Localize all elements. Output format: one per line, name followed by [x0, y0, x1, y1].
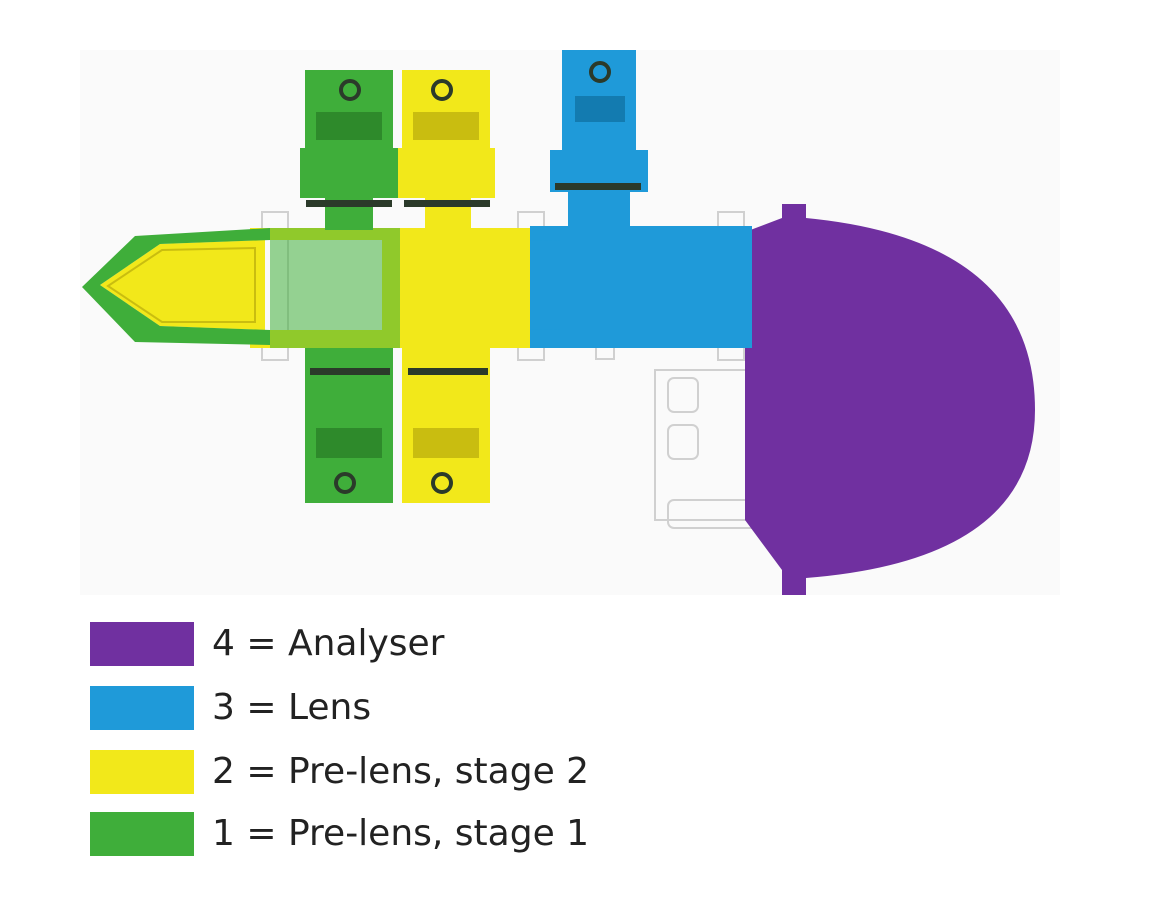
- legend-item-prelens-stage-2: 2 = Pre-lens, stage 2: [90, 750, 730, 796]
- legend-swatch-prelens-stage-1: [90, 812, 194, 856]
- legend-item-analyser: 4 = Analyser: [90, 622, 730, 668]
- prelens2-top-knurl: [413, 112, 479, 140]
- prelens2-bottom-knurl: [413, 428, 479, 458]
- lens-knurl: [575, 96, 625, 122]
- legend-label-analyser: 4 = Analyser: [212, 623, 445, 664]
- prelens-stage-1-shape: [82, 70, 400, 503]
- prelens2-collar-line: [404, 200, 490, 207]
- lens-screw: [589, 61, 611, 83]
- legend-label-lens: 3 = Lens: [212, 687, 372, 728]
- legend-label-prelens-stage-2: 2 = Pre-lens, stage 2: [212, 751, 590, 792]
- prelens1-lower-line: [310, 368, 390, 375]
- lens-diagram: [82, 50, 1035, 595]
- lens-top-neck: [568, 190, 630, 230]
- legend-swatch-prelens-stage-2: [90, 750, 194, 794]
- prelens1-bottom-knurl: [316, 428, 382, 458]
- prelens1-bottom-screw: [334, 472, 356, 494]
- analyser-shape: [745, 204, 1035, 595]
- lens-collar-line: [555, 183, 641, 190]
- cone-inner-outline: [106, 246, 256, 323]
- mount-knob-middle: [667, 424, 699, 460]
- prelens1-top-knurl: [316, 112, 382, 140]
- legend-label-prelens-stage-1: 1 = Pre-lens, stage 1: [212, 813, 590, 854]
- legend-item-lens: 3 = Lens: [90, 686, 730, 732]
- legend-swatch-analyser: [90, 622, 194, 666]
- prelens2-top-collar: [397, 148, 495, 198]
- prelens2-bottom-screw: [431, 472, 453, 494]
- prelens1-outer-shell: [82, 228, 270, 345]
- prelens1-collar-line: [306, 200, 392, 207]
- prelens1-top-screw: [339, 79, 361, 101]
- prelens2-lower-line: [408, 368, 488, 375]
- prelens1-tube-overlap: [270, 228, 400, 348]
- prelens2-top-screw: [431, 79, 453, 101]
- lens-tube: [530, 226, 752, 348]
- mount-knob-top: [667, 377, 699, 413]
- prelens1-top-collar: [300, 148, 398, 198]
- legend-item-prelens-stage-1: 1 = Pre-lens, stage 1: [90, 812, 730, 858]
- legend-swatch-lens: [90, 686, 194, 730]
